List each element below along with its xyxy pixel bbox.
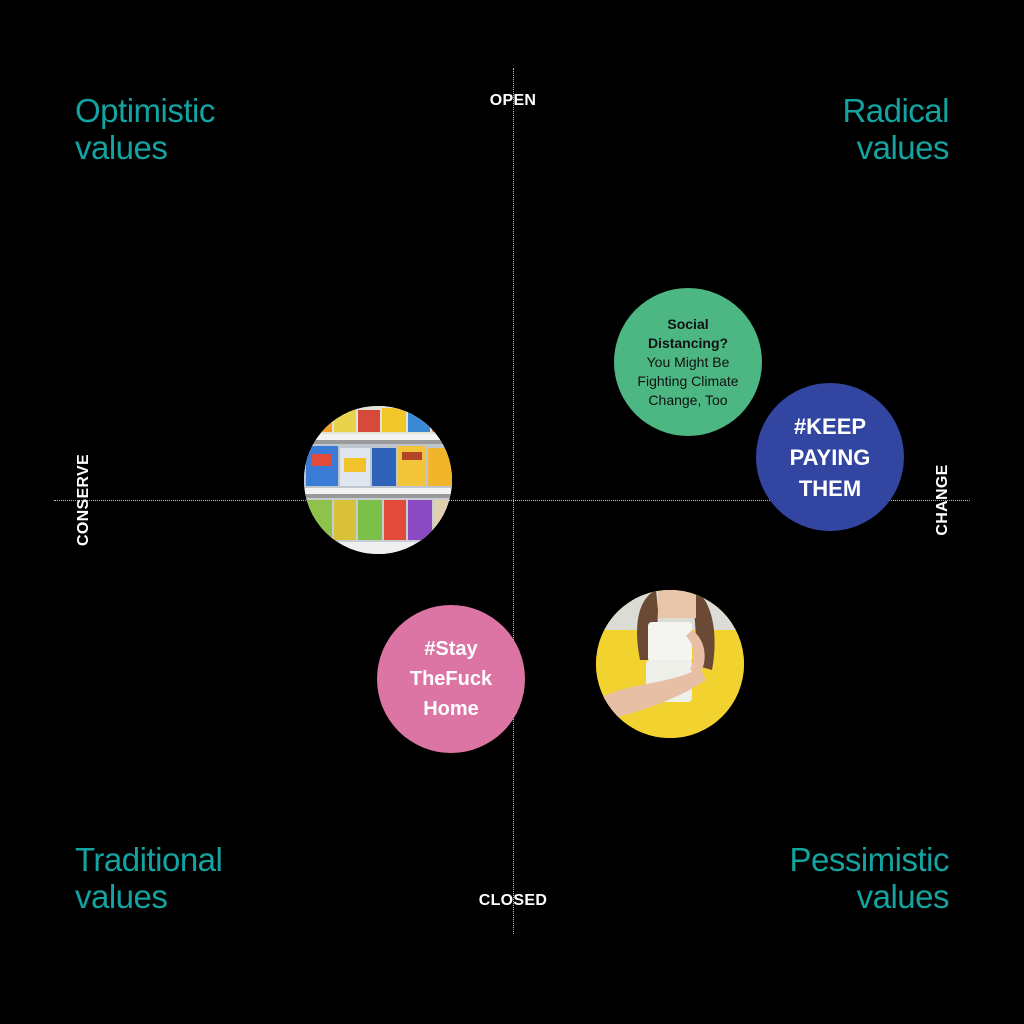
vertical-axis bbox=[513, 68, 514, 934]
bubble-line: Change, Too bbox=[648, 391, 728, 408]
bubble-line: Distancing? bbox=[647, 334, 729, 351]
quadrant-radical-values: Radical values bbox=[842, 92, 949, 166]
axis-label-closed: CLOSED bbox=[478, 892, 548, 909]
quadrant-optimistic-values: Optimistic values bbox=[75, 92, 215, 166]
quadrant-pessimistic-values: Pessimistic values bbox=[789, 841, 949, 915]
axis-label-open: OPEN bbox=[489, 92, 537, 109]
bubble-line: THEM bbox=[798, 475, 862, 501]
bubble-line: PAYING bbox=[789, 444, 871, 470]
quadrant-title-line: values bbox=[856, 129, 950, 166]
bubble-line: #Stay bbox=[424, 638, 478, 660]
bubble-line: Home bbox=[423, 698, 479, 720]
quadrant-title-line: Traditional bbox=[75, 841, 223, 878]
axis-label-change: CHANGE bbox=[934, 464, 951, 536]
quadrant-title-line: Optimistic bbox=[75, 92, 215, 129]
quadrant-traditional-values: Traditional values bbox=[75, 841, 223, 915]
bubble-line: TheFuck bbox=[409, 668, 493, 690]
stay-home-bubble: #Stay TheFuck Home bbox=[377, 605, 525, 753]
bubble-line: #KEEP bbox=[793, 413, 867, 439]
cereal-shelves-icon bbox=[304, 406, 452, 554]
quadrant-title-line: Radical bbox=[842, 92, 949, 129]
toilet-paper-photo bbox=[596, 590, 744, 738]
toilet-paper-icon bbox=[596, 590, 744, 738]
bubble-line: You Might Be bbox=[646, 353, 730, 370]
quadrant-title-line: values bbox=[856, 878, 950, 915]
quadrant-title-line: Pessimistic bbox=[789, 841, 949, 878]
quadrant-title-line: values bbox=[75, 129, 168, 166]
keep-paying-them-bubble: #KEEP PAYING THEM bbox=[756, 383, 904, 531]
bubble-line: Social bbox=[667, 315, 709, 332]
cereal-shelves-photo bbox=[304, 406, 452, 554]
bubble-line: Fighting Climate bbox=[637, 372, 739, 389]
horizontal-axis bbox=[54, 500, 970, 501]
quadrant-title-line: values bbox=[75, 878, 168, 915]
social-distancing-bubble: Social Distancing? You Might Be Fighting… bbox=[614, 288, 762, 436]
axis-label-conserve: CONSERVE bbox=[75, 454, 92, 546]
